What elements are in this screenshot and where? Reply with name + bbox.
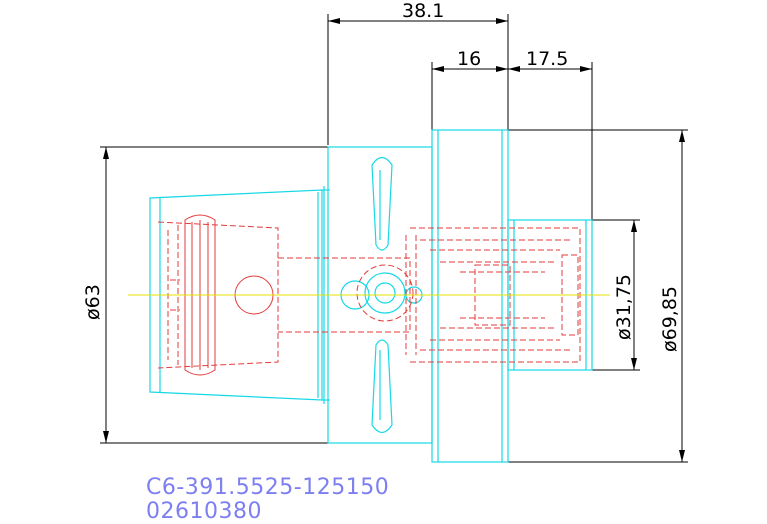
- dimension-lines: [100, 14, 688, 463]
- dim-body-diameter: ø63: [82, 284, 104, 320]
- dim-pilot-diameter: ø31,75: [613, 274, 635, 340]
- dim-overall-length: 38.1: [402, 0, 444, 22]
- dim-flange-width: 16: [457, 48, 481, 70]
- dim-shank-length: 17.5: [526, 48, 568, 70]
- part-number: C6-391.5525-125150: [146, 475, 390, 500]
- part-outline: [149, 129, 593, 463]
- item-code: 02610380: [146, 499, 262, 524]
- dim-flange-diameter: ø69,85: [659, 286, 681, 352]
